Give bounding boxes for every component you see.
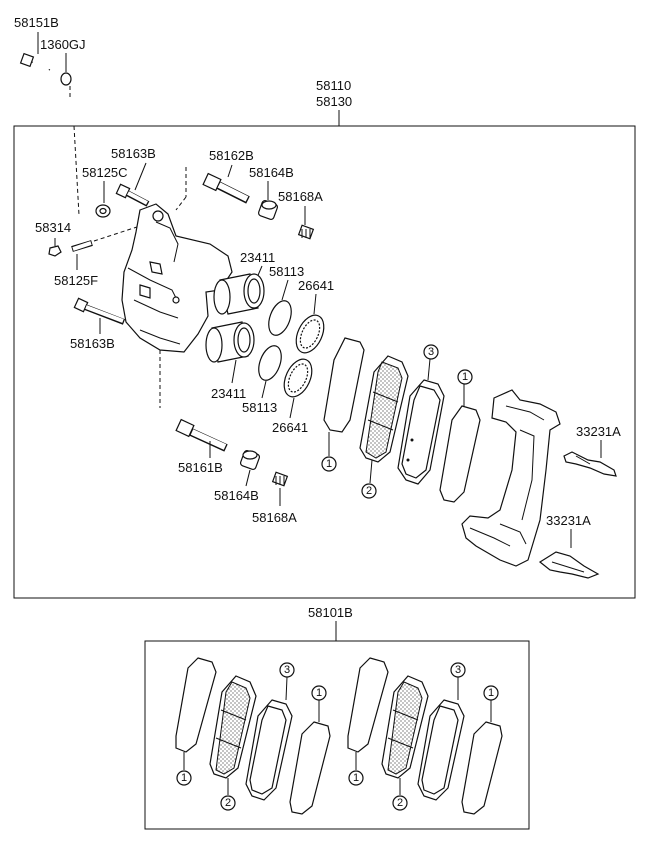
kit-callout-2-b-text: 2: [397, 797, 403, 809]
dust-boot-26641-top: [295, 314, 325, 354]
boot-58164b-bot: [239, 449, 261, 471]
kit-callout-3-a: [279, 662, 295, 678]
bolt-58151b: [19, 52, 51, 71]
callout-1-b: [457, 369, 473, 385]
kit-pad-shim-1-d: [461, 721, 503, 815]
leader-26641-top: [313, 293, 317, 315]
clip-33231a-top: [563, 451, 617, 477]
guide-pin-58161b: [175, 418, 228, 452]
kit-pad-shim-1-a: [175, 657, 217, 753]
kit-callout-3-a-text: 3: [284, 664, 290, 676]
label-58168a-bot: 58168A: [252, 510, 297, 525]
label-26641-bot: 26641: [272, 420, 308, 435]
label-58164b-bot: 58164B: [214, 488, 259, 503]
kit-pad-3-a: [245, 699, 293, 801]
label-23411-top: 23411: [240, 250, 275, 265]
callout-1-b-text: 1: [462, 371, 468, 383]
pad-inner-3: [397, 379, 445, 485]
label-33231a-top: 33231A: [576, 424, 621, 439]
label-58164b-top: 58164B: [249, 165, 294, 180]
leader-58164b-bot: [245, 469, 251, 487]
label-1360gj: 1360GJ: [40, 37, 86, 52]
seal-58113-top: [268, 300, 292, 336]
label-58161b: 58161B: [178, 460, 223, 475]
label-58314: 58314: [35, 220, 71, 235]
label-33231a-bot: 33231A: [546, 513, 591, 528]
kit-pad-3-b: [417, 699, 465, 801]
label-58162b: 58162B: [209, 148, 254, 163]
callout-1-a: [321, 456, 337, 472]
kit-callout-1-a2-text: 1: [316, 687, 322, 699]
label-58168a-top: 58168A: [278, 189, 323, 204]
leader-58162b: [227, 164, 233, 178]
label-26641-top: 26641: [298, 278, 334, 293]
label-58113-bot: 58113: [242, 400, 277, 415]
bolt-58163b-bot: [73, 297, 126, 325]
kit-callout-1-b1-text: 1: [353, 772, 359, 784]
leader-58163b-top: [134, 162, 147, 191]
leader-58113-bot: [261, 380, 267, 399]
kit-callout-3-b-text: 3: [455, 664, 461, 676]
callout-3-a-text: 3: [428, 346, 434, 358]
kit-callout-1-a1: [176, 770, 192, 786]
pad-inner-shim-1: [439, 405, 481, 503]
label-58125c: 58125C: [82, 165, 128, 180]
leader-23411-bot: [231, 359, 237, 384]
dash-bolt-to-caliper: [73, 125, 80, 216]
kit-pad-2-a: [209, 675, 257, 779]
label-58113-top: 58113: [269, 264, 304, 279]
kit-callout-3-b: [450, 662, 466, 678]
label-58110: 58110: [316, 78, 351, 93]
bolt-58163b-top: [115, 183, 150, 207]
kit-callout-1-a1-text: 1: [181, 772, 187, 784]
kit-callout-1-b2-text: 1: [488, 687, 494, 699]
washer-1360gj: [60, 72, 72, 86]
pad-outer-shim-1: [323, 337, 365, 433]
callout-1-a-text: 1: [326, 458, 332, 470]
carrier-bracket: [461, 389, 561, 567]
bleeder-58125f: [71, 225, 141, 252]
spring-58168a-bot: [271, 471, 289, 487]
kit-callout-2-b: [392, 795, 408, 811]
pad-kit-frame: [144, 640, 530, 830]
label-58101b: 58101B: [308, 605, 353, 620]
label-23411-bot: 23411: [211, 386, 246, 401]
kit-callout-1-b1: [348, 770, 364, 786]
caliper-body: [121, 203, 233, 353]
kit-callout-2-a-text: 2: [225, 797, 231, 809]
spring-58168a-top: [297, 224, 315, 240]
label-58163b-bot: 58163B: [70, 336, 115, 351]
callout-2-a-text: 2: [366, 485, 372, 497]
caliper-assembly-frame: [13, 125, 636, 599]
clip-33231a-bot: [538, 551, 600, 579]
leader-26641-bot: [289, 397, 295, 419]
leader-58113-top: [281, 279, 289, 301]
leader-c2-a: [369, 459, 373, 484]
kit-pad-shim-1-c: [347, 657, 389, 753]
guide-pin-58162b: [175, 167, 250, 211]
dust-boot-26641-bot: [283, 358, 313, 398]
cap-58314: [48, 245, 62, 257]
piston-23411-top: [213, 273, 265, 315]
kit-callout-1-a2: [311, 685, 327, 701]
kit-pad-2-b: [381, 675, 429, 779]
kit-pad-shim-1-b: [289, 721, 331, 815]
label-58151b: 58151B: [14, 15, 59, 30]
label-58163b-top: 58163B: [111, 146, 156, 161]
seal-58113-bot: [258, 345, 282, 381]
callout-3-a: [423, 344, 439, 360]
kit-callout-1-b2: [483, 685, 499, 701]
leader-c3-a: [427, 358, 431, 381]
leader-kit-c3-a: [285, 676, 288, 701]
label-58125f: 58125F: [54, 273, 98, 288]
pad-outer-2: [359, 355, 409, 463]
bushing-58125c: [95, 204, 111, 218]
kit-callout-2-a: [220, 795, 236, 811]
label-58130: 58130: [316, 94, 352, 109]
boot-58164b-top: [257, 199, 279, 221]
callout-2-a: [361, 483, 377, 499]
piston-23411-bot: [205, 321, 255, 363]
